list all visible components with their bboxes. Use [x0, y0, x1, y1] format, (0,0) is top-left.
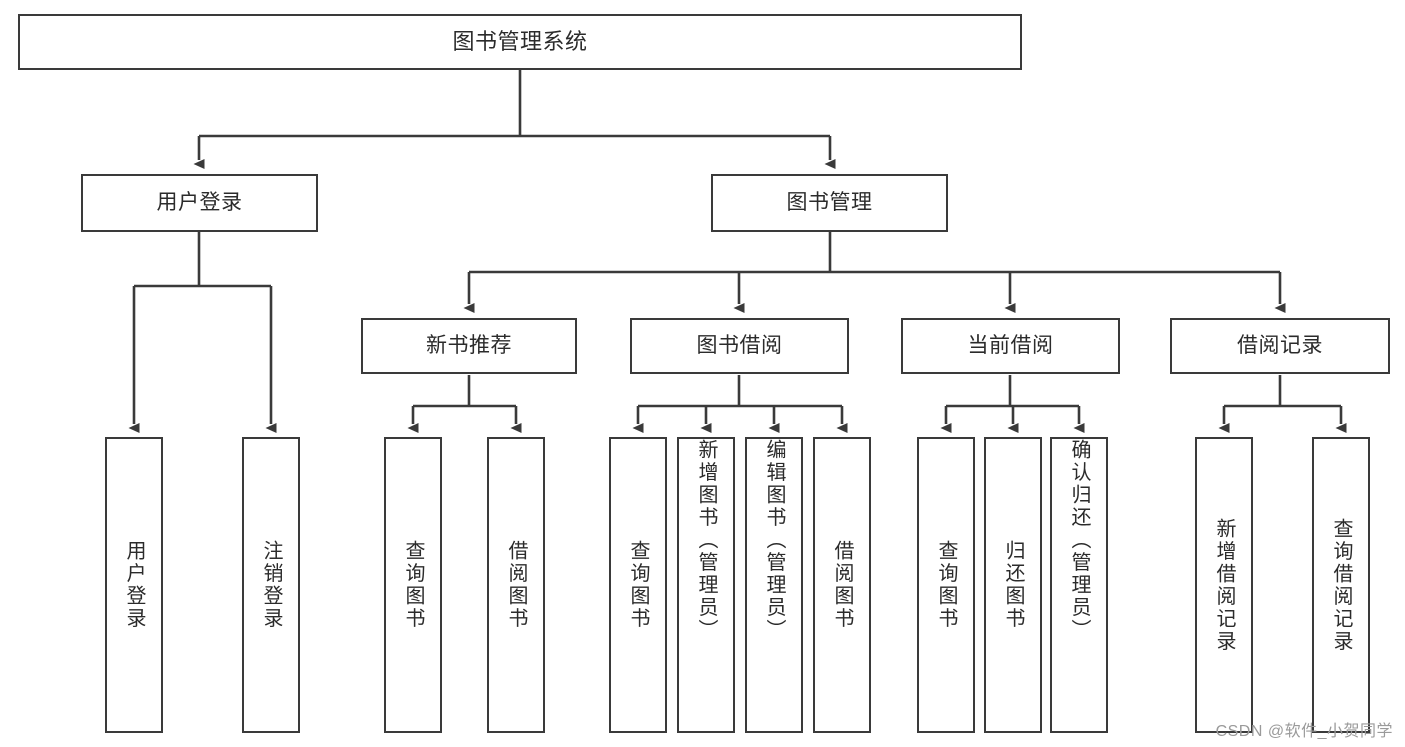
- node-book-borrow[interactable]: 图书借阅: [630, 318, 849, 374]
- node-label: 新书推荐: [426, 333, 512, 357]
- leaf-current-borrow-2[interactable]: 归还图书: [984, 437, 1042, 733]
- leaf-current-borrow-1[interactable]: 查询图书: [917, 437, 975, 733]
- node-label: 查询借阅记录: [1330, 517, 1352, 653]
- node-label: 图书借阅: [696, 333, 783, 357]
- node-label: 注销登录: [260, 540, 282, 630]
- node-borrow-record[interactable]: 借阅记录: [1170, 318, 1390, 374]
- leaf-new-book-recommend-1[interactable]: 查询图书: [384, 437, 442, 733]
- node-label: 编辑图书（管理员）: [763, 439, 785, 642]
- node-label: 查询图书: [627, 540, 649, 630]
- node-label: 查询图书: [935, 540, 957, 630]
- leaf-borrow-record-2[interactable]: 查询借阅记录: [1312, 437, 1370, 733]
- csdn-watermark: CSDN @软件_小贺同学: [1215, 723, 1393, 740]
- node-root-book-management-system[interactable]: 图书管理系统: [18, 14, 1022, 70]
- leaf-book-borrow-4[interactable]: 借阅图书: [813, 437, 871, 733]
- leaf-user-login-1[interactable]: 用户登录: [105, 437, 163, 733]
- node-label: 归还图书: [1002, 540, 1024, 630]
- node-label: 当前借阅: [967, 333, 1054, 357]
- connectors: [128, 70, 1347, 433]
- node-label: 用户登录: [123, 540, 145, 630]
- leaf-current-borrow-3[interactable]: 确认归还（管理员）: [1050, 437, 1108, 733]
- node-user-login[interactable]: 用户登录: [81, 174, 318, 232]
- node-label: 新增借阅记录: [1213, 517, 1235, 653]
- node-label: 确认归还（管理员）: [1068, 439, 1090, 642]
- node-label: 用户登录: [156, 190, 243, 214]
- node-label: 新增图书（管理员）: [695, 439, 717, 642]
- leaf-book-borrow-1[interactable]: 查询图书: [609, 437, 667, 733]
- node-label: 借阅图书: [505, 540, 527, 630]
- node-label: 查询图书: [402, 540, 424, 630]
- leaf-borrow-record-1[interactable]: 新增借阅记录: [1195, 437, 1253, 733]
- node-label: 图书管理: [786, 190, 873, 214]
- leaf-user-login-2[interactable]: 注销登录: [242, 437, 300, 733]
- node-new-book-recommend[interactable]: 新书推荐: [361, 318, 577, 374]
- node-current-borrow[interactable]: 当前借阅: [901, 318, 1120, 374]
- leaf-book-borrow-2[interactable]: 新增图书（管理员）: [677, 437, 735, 733]
- leaf-new-book-recommend-2[interactable]: 借阅图书: [487, 437, 545, 733]
- node-book-management[interactable]: 图书管理: [711, 174, 948, 232]
- node-label: 图书管理系统: [452, 29, 588, 55]
- node-label: 借阅记录: [1237, 333, 1323, 357]
- leaf-book-borrow-3[interactable]: 编辑图书（管理员）: [745, 437, 803, 733]
- node-label: 借阅图书: [831, 540, 853, 630]
